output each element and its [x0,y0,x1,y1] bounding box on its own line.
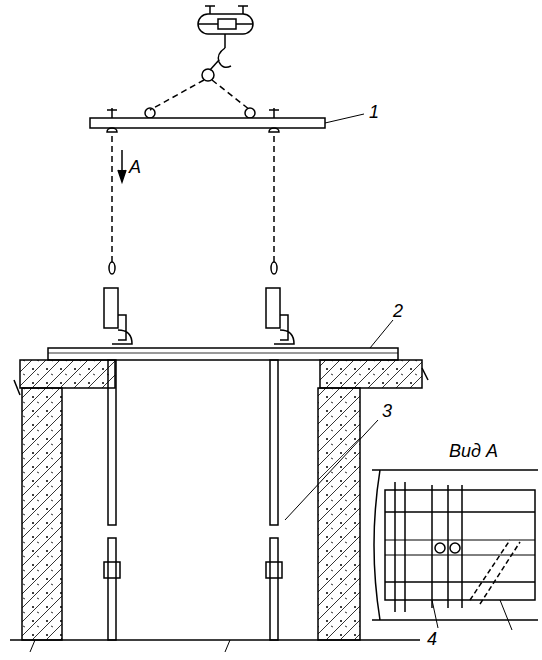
view-letter: А [128,158,142,176]
callout-number: 1 [368,103,380,121]
callout-number: 4 [426,630,438,648]
callout-number: 2 [392,302,404,320]
callout-number: 3 [381,402,393,420]
view-title: Вид А [448,442,499,460]
